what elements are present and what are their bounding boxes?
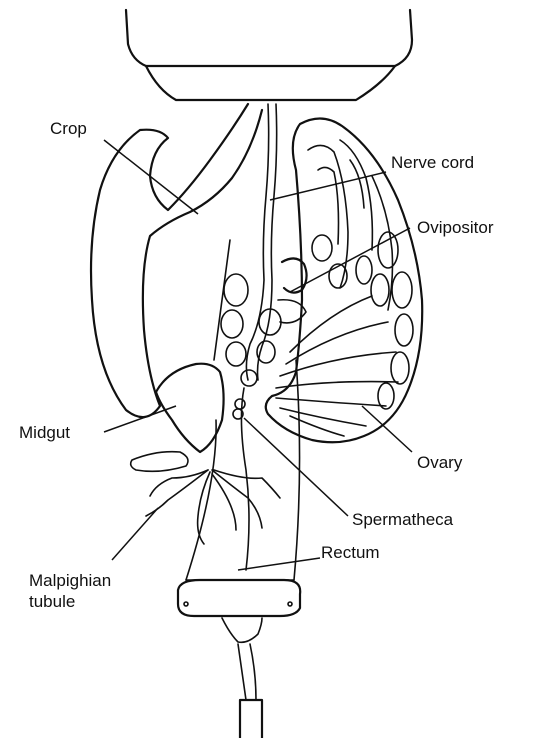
midgut bbox=[156, 364, 224, 452]
label-nerve-cord: Nerve cord bbox=[391, 153, 474, 172]
leader-malpighian bbox=[112, 508, 158, 560]
leader-rectum bbox=[238, 558, 320, 570]
head-capsule bbox=[126, 10, 412, 100]
rectum bbox=[178, 580, 300, 738]
label-spermatheca: Spermatheca bbox=[352, 510, 454, 529]
malpighian-tubules bbox=[131, 452, 280, 544]
label-ovipositor: Ovipositor bbox=[417, 218, 494, 237]
label-rectum: Rectum bbox=[321, 543, 380, 562]
label-midgut: Midgut bbox=[19, 423, 70, 442]
spermatheca bbox=[233, 399, 245, 419]
leader-midgut bbox=[104, 406, 176, 432]
label-malpighian-line1: Malpighian bbox=[29, 571, 111, 590]
label-crop: Crop bbox=[50, 119, 87, 138]
nerve-cord bbox=[241, 104, 277, 570]
body-wall bbox=[186, 240, 300, 580]
label-ovary: Ovary bbox=[417, 453, 463, 472]
leader-crop bbox=[104, 140, 198, 214]
leader-ovary bbox=[362, 406, 412, 452]
label-malpighian-line2: tubule bbox=[29, 592, 75, 611]
